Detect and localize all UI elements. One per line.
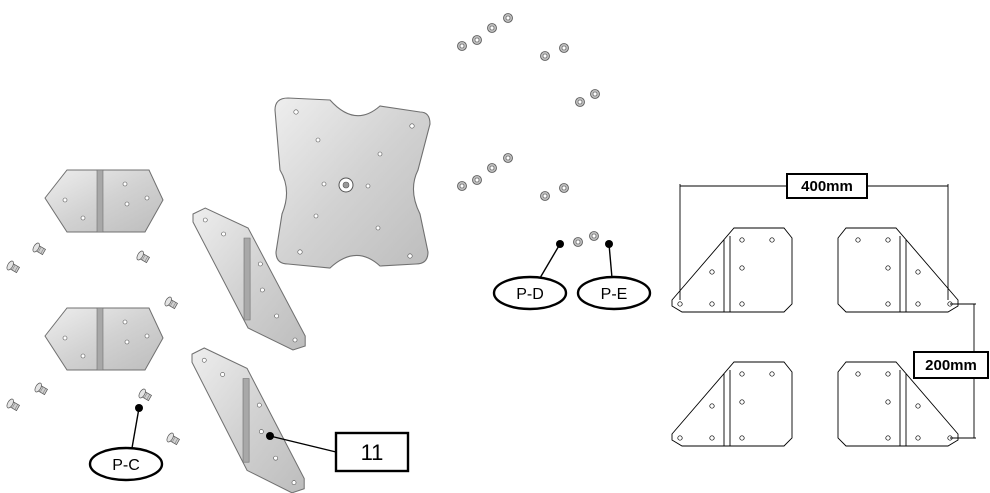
bracket-diagonal-lower (191, 347, 305, 493)
label-p-c: P-C (112, 457, 140, 474)
dimension-width-label: 400mm (801, 178, 853, 195)
callout-p-e: P-E (576, 240, 652, 311)
dimension-height-label: 200mm (925, 357, 977, 374)
step-number: 11 (361, 440, 384, 465)
outline-bracket-top-right (837, 227, 959, 313)
bracket-upper-left (44, 169, 164, 233)
callout-p-c: P-C (88, 404, 164, 482)
dimension-width: 400mm (679, 173, 949, 300)
label-p-e: P-E (601, 286, 628, 303)
outline-bracket-bottom-left (671, 361, 793, 447)
label-p-d: P-D (516, 286, 544, 303)
wall-plate (274, 97, 431, 269)
dimension-height: 200mm (913, 303, 989, 439)
callout-step-11: 11 (266, 431, 410, 473)
callout-p-d: P-D (492, 240, 568, 311)
outline-bracket-top-left (671, 227, 793, 313)
nut-group (457, 13, 600, 247)
bracket-lower-left (44, 307, 164, 371)
